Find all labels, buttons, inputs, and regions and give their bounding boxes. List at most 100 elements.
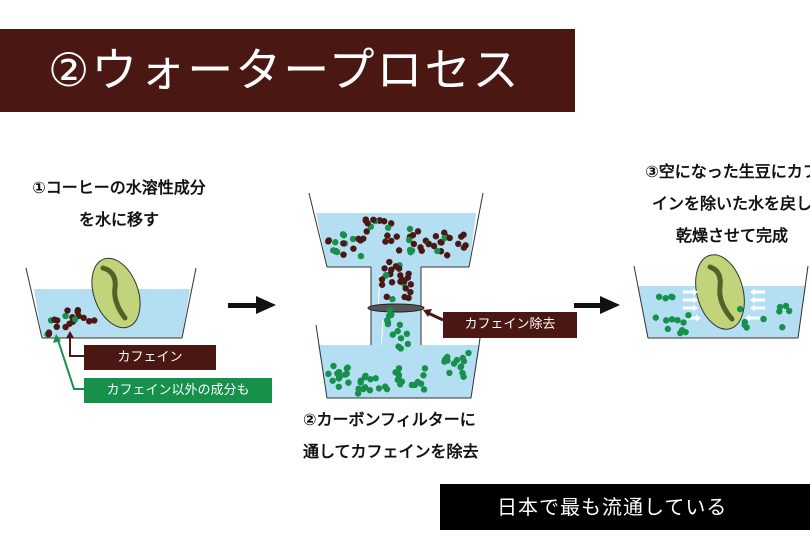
arrow-right-icon xyxy=(228,296,276,314)
step2-particles xyxy=(325,216,472,397)
particle xyxy=(388,279,396,286)
particle xyxy=(402,285,409,292)
particle xyxy=(434,247,441,255)
particle xyxy=(330,247,337,254)
particle xyxy=(367,376,374,383)
particle xyxy=(329,377,336,384)
particle xyxy=(325,370,332,378)
particle xyxy=(325,238,332,245)
step3-line3: 乾燥させて完成 xyxy=(675,226,788,245)
particle xyxy=(441,234,448,242)
particle xyxy=(53,323,60,331)
particle xyxy=(662,317,670,324)
particle xyxy=(80,314,87,322)
particle xyxy=(378,281,386,288)
particle xyxy=(652,314,659,321)
particle xyxy=(86,317,93,325)
banner: 日本で最も流通している xyxy=(440,484,810,530)
particle xyxy=(330,362,337,370)
particle xyxy=(344,364,351,371)
particle xyxy=(417,244,424,251)
particle xyxy=(405,270,412,277)
particle xyxy=(396,321,404,329)
particle xyxy=(388,266,395,273)
particle xyxy=(401,293,408,301)
step3-line2: インを除いた水を戻し xyxy=(651,194,810,213)
title-bar xyxy=(0,29,575,112)
particle xyxy=(62,312,69,320)
particle xyxy=(655,293,663,301)
step3-caption: ③空になった生豆にカフ インを除いた水を戻し 乾燥させて完成 xyxy=(612,156,810,252)
flow-arrow-icon xyxy=(686,314,701,322)
particle xyxy=(662,294,669,302)
particle xyxy=(664,325,672,333)
particle xyxy=(366,386,374,394)
particle xyxy=(384,224,392,231)
particle xyxy=(414,378,421,386)
particle xyxy=(668,293,675,300)
step1-line1: ①コーヒーの水溶性成分 xyxy=(32,178,206,197)
particle xyxy=(355,385,362,393)
caffeine-removal-label: カフェイン除去 xyxy=(443,312,577,338)
particle xyxy=(375,385,383,392)
particle xyxy=(332,239,339,246)
particle xyxy=(680,319,687,326)
flow-arrow-icon xyxy=(683,304,698,312)
particle xyxy=(357,252,365,260)
particle xyxy=(372,375,379,382)
caffeine-pointer xyxy=(69,335,90,357)
green-bean-icon xyxy=(695,254,745,330)
particle xyxy=(420,372,427,379)
particle xyxy=(457,364,464,371)
carbon-filter-icon xyxy=(367,303,425,313)
flow-arrow-icon xyxy=(750,288,765,296)
particle xyxy=(441,356,449,363)
step2-line1: ②カーボンフィルターに xyxy=(303,410,476,429)
particle xyxy=(407,281,415,288)
particle xyxy=(343,370,350,377)
particle xyxy=(668,316,676,323)
particle xyxy=(335,383,343,390)
particle xyxy=(394,327,401,335)
particle xyxy=(450,360,458,367)
particle xyxy=(405,236,413,244)
particle xyxy=(397,380,404,388)
particle xyxy=(406,246,414,254)
particle xyxy=(414,228,422,235)
particle xyxy=(381,265,388,272)
particle xyxy=(340,251,347,258)
particle xyxy=(383,293,390,301)
particle xyxy=(743,324,750,331)
particle xyxy=(381,218,388,225)
particle xyxy=(760,315,767,323)
particle xyxy=(384,320,392,328)
particle xyxy=(389,295,396,303)
particle xyxy=(355,235,362,243)
particle xyxy=(62,323,69,331)
particle xyxy=(736,305,744,313)
particle xyxy=(460,244,468,251)
particle xyxy=(776,303,784,311)
step2-caption: ②カーボンフィルターに 通してカフェインを除去 xyxy=(303,404,479,468)
particle xyxy=(336,373,344,380)
particle xyxy=(432,233,440,240)
particle xyxy=(395,265,403,272)
particle xyxy=(350,245,357,252)
particle xyxy=(381,383,389,390)
particle xyxy=(460,373,467,380)
particle xyxy=(437,238,444,246)
particle xyxy=(446,234,453,242)
particle xyxy=(362,372,369,379)
step3-line1: ③空になった生豆にカフ xyxy=(645,162,810,181)
particle xyxy=(685,312,692,319)
particle xyxy=(386,258,393,266)
green-bean-icon xyxy=(91,257,141,329)
flow-arrow-icon xyxy=(745,314,760,322)
particle xyxy=(443,252,451,259)
particle xyxy=(74,308,81,316)
particle xyxy=(345,379,352,386)
particle xyxy=(407,288,414,296)
particle xyxy=(64,307,71,314)
particle xyxy=(360,235,367,242)
